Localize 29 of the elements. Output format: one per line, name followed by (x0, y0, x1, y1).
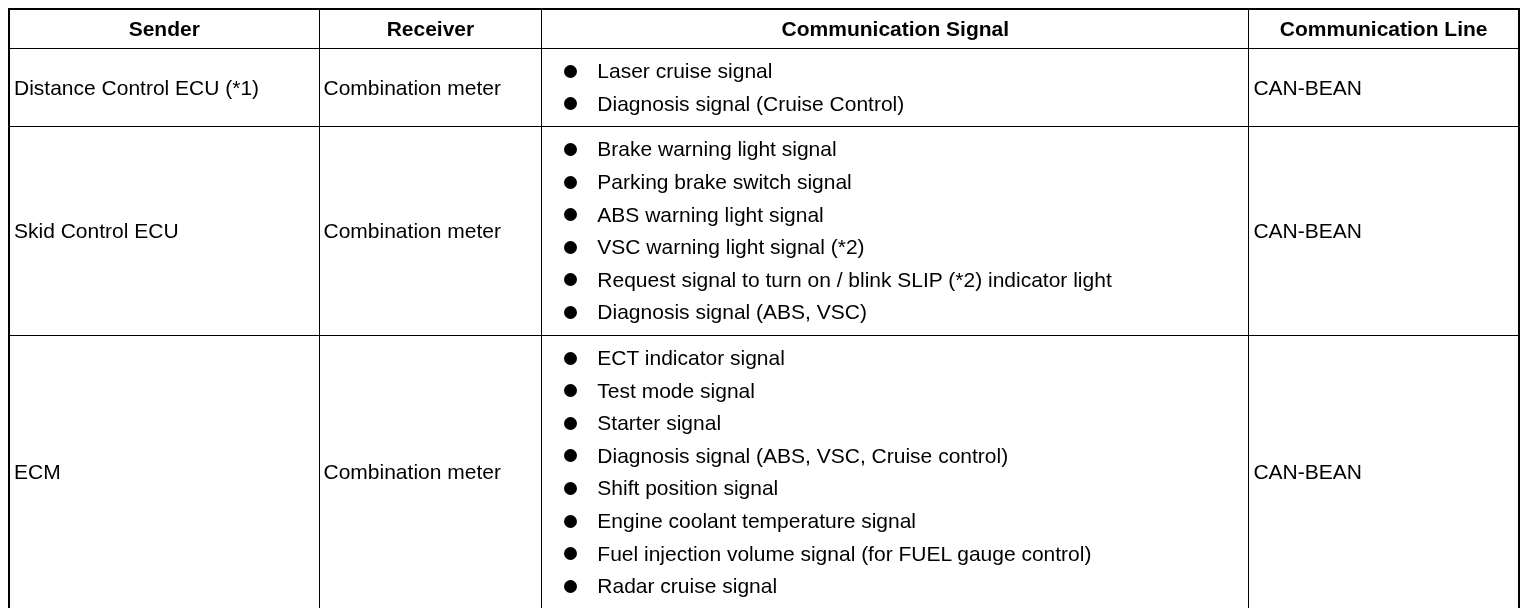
signal-text: Engine coolant temperature signal (597, 509, 917, 533)
signal-text: VSC warning light signal (*2) (597, 235, 865, 260)
signal-text: Radar cruise signal (597, 574, 778, 599)
receiver-text: Combination meter (323, 218, 501, 242)
signal-text: Diagnosis signal (Cruise Control) (597, 91, 905, 116)
signal-text: Brake warning light signal (597, 137, 837, 162)
sender-text: ECM (14, 460, 61, 484)
signal-text: Starter signal (597, 411, 722, 436)
signal-text: Laser cruise signal (597, 59, 773, 84)
signal-text: Fuel injection volume signal (for FUEL gauge control) (597, 541, 1092, 566)
column-heading: Communication Line (1279, 17, 1488, 40)
receiver-text: Combination meter (323, 460, 501, 484)
line-text: CAN-BEAN (1253, 460, 1362, 484)
signal-text: ECT indicator signal (597, 346, 785, 371)
receiver-text: Combination meter (323, 75, 501, 99)
signal-text: Request signal to turn on / blink SLIP (*2) indicator light (597, 267, 1112, 292)
sender-text: Distance Control ECU (*1) (14, 75, 260, 99)
sender-text: Skid Control ECU (14, 218, 179, 242)
signal-text: Parking brake switch signal (597, 170, 852, 195)
signal-text: Test mode signal (597, 378, 755, 403)
signal-text: Shift position signal (597, 476, 779, 501)
signal-text: Diagnosis signal (ABS, VSC) (597, 300, 867, 325)
column-heading: Communication Signal (781, 17, 1010, 40)
column-heading: Sender (128, 17, 200, 40)
line-text: CAN-BEAN (1253, 75, 1362, 99)
signal-text: Diagnosis signal (ABS, VSC, Cruise control) (597, 443, 1009, 468)
signal-text: ABS warning light signal (597, 202, 824, 227)
line-text: CAN-BEAN (1253, 218, 1362, 242)
column-heading: Receiver (386, 17, 475, 40)
